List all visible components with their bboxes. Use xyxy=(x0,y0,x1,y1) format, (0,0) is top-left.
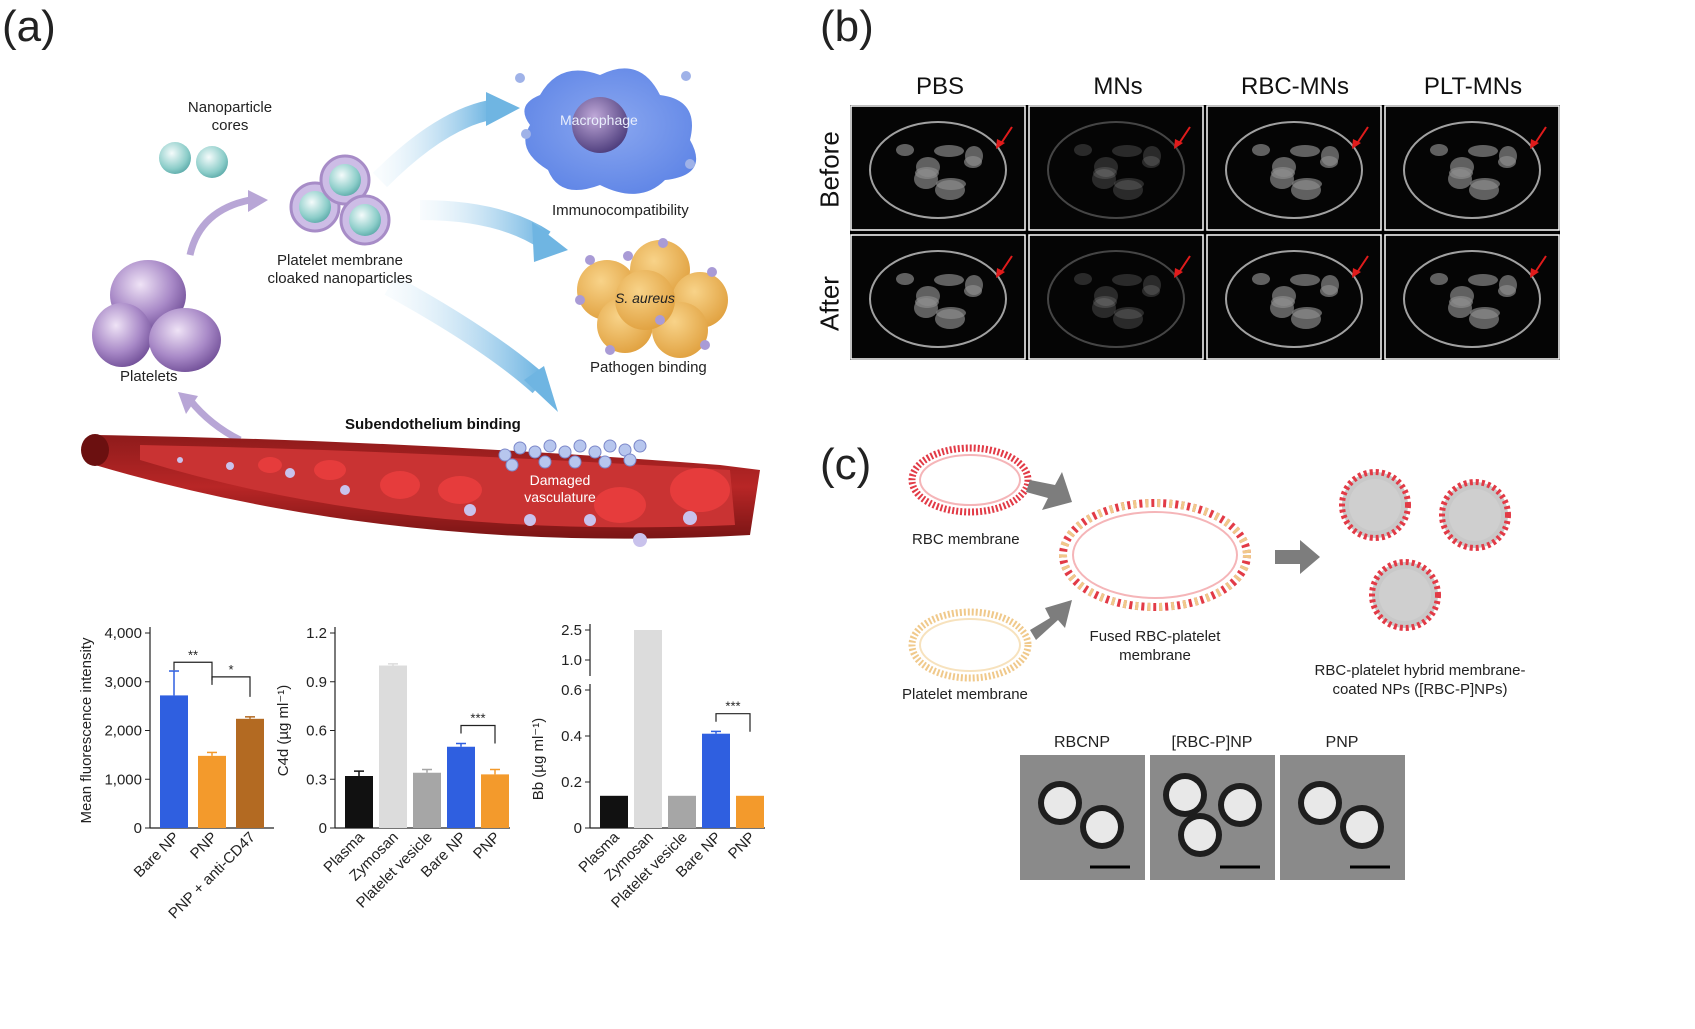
s-aureus-label: S. aureus xyxy=(615,290,675,306)
bar xyxy=(481,774,509,828)
y-tick-label: 0.4 xyxy=(561,728,582,745)
y-tick-label: 0 xyxy=(319,820,327,837)
y-tick-label: 0.3 xyxy=(306,771,327,788)
tem-image xyxy=(1150,755,1275,880)
rbc-membrane-label: RBC membrane xyxy=(912,531,1020,548)
bar xyxy=(345,776,373,828)
x-tick-label: PNP xyxy=(725,829,759,863)
bar xyxy=(413,772,441,828)
y-tick-label: 1.2 xyxy=(306,625,327,642)
immunocompatibility-label: Immunocompatibility xyxy=(552,202,689,219)
y-tick-label: 0.6 xyxy=(561,682,582,699)
bar xyxy=(702,733,730,828)
bar xyxy=(160,695,188,828)
tem-label: [RBC-P]NP xyxy=(1171,734,1253,751)
x-tick-label: PNP xyxy=(187,829,221,863)
mri-cell xyxy=(1384,234,1560,360)
pathogen-binding-label: Pathogen binding xyxy=(590,359,707,376)
mri-cell xyxy=(1028,234,1204,360)
tem-label: RBCNP xyxy=(1053,734,1110,751)
subendothelium-label: Subendothelium binding xyxy=(345,416,521,433)
row-label-after: After xyxy=(814,276,845,331)
tem-image xyxy=(1280,755,1405,880)
nanoparticle-cores-label: Nanoparticle cores xyxy=(187,99,273,134)
mri-column-header: PBS xyxy=(915,73,965,100)
platelets-label: Platelets xyxy=(120,368,178,385)
mri-column-header: MNs xyxy=(1093,73,1143,100)
y-tick-label: 1.0 xyxy=(561,652,582,669)
tem-image xyxy=(1020,755,1145,880)
y-tick-label: 0 xyxy=(574,820,582,837)
chart-bb: 00.20.40.61.02.5Bb (µg ml⁻¹)PlasmaZymosa… xyxy=(530,622,765,912)
bar xyxy=(600,795,628,828)
significance-label: *** xyxy=(725,699,740,714)
bar xyxy=(198,755,226,828)
mri-cell xyxy=(1028,105,1204,231)
y-tick-label: 0.6 xyxy=(306,723,327,740)
significance-label: * xyxy=(228,662,233,677)
bar xyxy=(634,630,662,828)
bar xyxy=(668,795,696,828)
y-tick-label: 4,000 xyxy=(104,625,142,642)
bar xyxy=(447,746,475,828)
mri-cell xyxy=(1384,105,1560,231)
y-tick-label: 0.2 xyxy=(561,774,582,791)
hybrid-np-label: RBC-platelet hybrid membrane- coated NPs… xyxy=(1314,662,1526,698)
y-tick-label: 2,000 xyxy=(104,723,142,740)
row-label-before: Before xyxy=(814,131,845,208)
panel-label-b: (b) xyxy=(820,2,874,51)
mri-cell xyxy=(850,234,1026,360)
mri-cell xyxy=(1206,105,1382,231)
macrophage-label: Macrophage xyxy=(560,112,638,128)
significance-label: *** xyxy=(470,711,485,726)
cloaked-np-label: Platelet membrane cloaked nanoparticles xyxy=(267,252,413,287)
mri-images xyxy=(850,105,1560,360)
bar xyxy=(736,795,764,828)
x-tick-label: PNP xyxy=(470,829,504,863)
y-tick-label: 1,000 xyxy=(104,771,142,788)
panel-label-a: (a) xyxy=(2,2,56,51)
mri-column-header: PLT-MNs xyxy=(1423,73,1523,100)
y-tick-label: 3,000 xyxy=(104,674,142,691)
y-tick-label: 2.5 xyxy=(561,622,582,639)
y-axis-label: Mean fluorescence intensity xyxy=(78,637,95,823)
y-axis-label: C4d (µg ml⁻¹) xyxy=(275,685,292,777)
significance-label: ** xyxy=(188,647,198,662)
damaged-vasculature-label: Damaged vasculature xyxy=(524,472,596,505)
tem-label: PNP xyxy=(1325,734,1359,751)
panel-label-c: (c) xyxy=(820,440,872,489)
platelet-membrane-label: Platelet membrane xyxy=(902,686,1028,703)
mri-column-header: RBC-MNs xyxy=(1241,73,1349,100)
schematic-a xyxy=(81,68,760,547)
bar xyxy=(379,665,407,828)
y-axis-label: Bb (µg ml⁻¹) xyxy=(530,718,547,800)
y-tick-label: 0.9 xyxy=(306,674,327,691)
bar xyxy=(236,718,264,828)
membrane-schematic xyxy=(908,444,1511,682)
mri-cell xyxy=(1206,234,1382,360)
fused-membrane-label: Fused RBC-platelet membrane xyxy=(1089,628,1221,664)
y-tick-label: 0 xyxy=(134,820,142,837)
mri-cell xyxy=(850,105,1026,231)
